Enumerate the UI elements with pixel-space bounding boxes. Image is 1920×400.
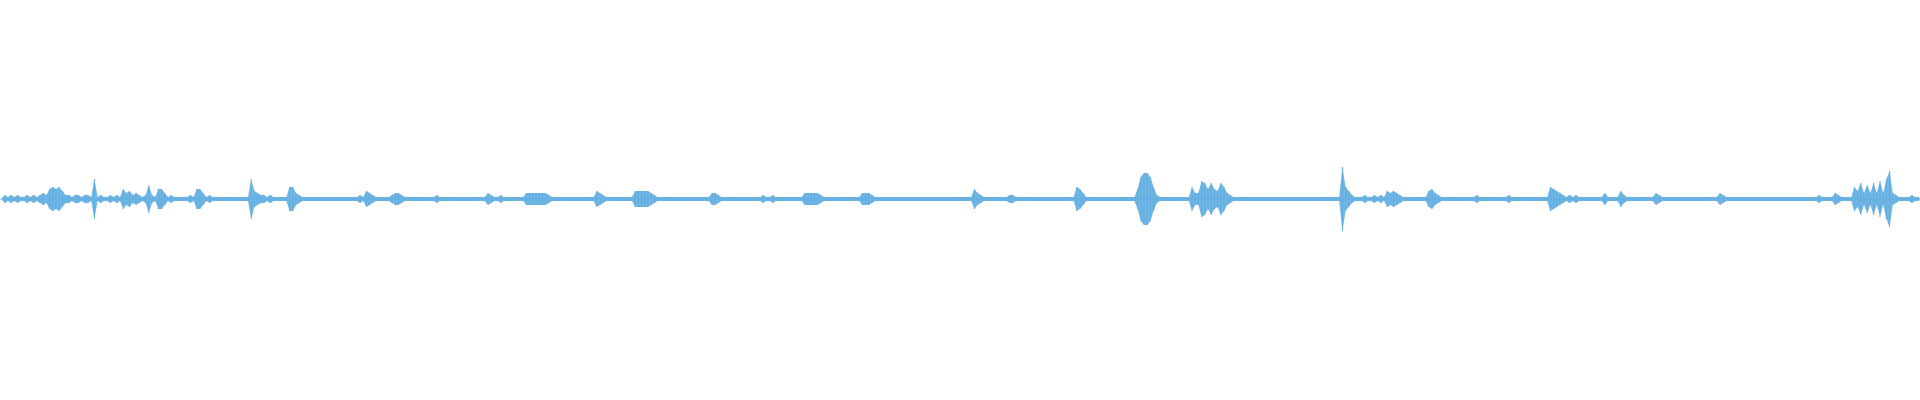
waveform-peaks (0, 167, 1920, 231)
waveform-envelope (0, 167, 1920, 231)
